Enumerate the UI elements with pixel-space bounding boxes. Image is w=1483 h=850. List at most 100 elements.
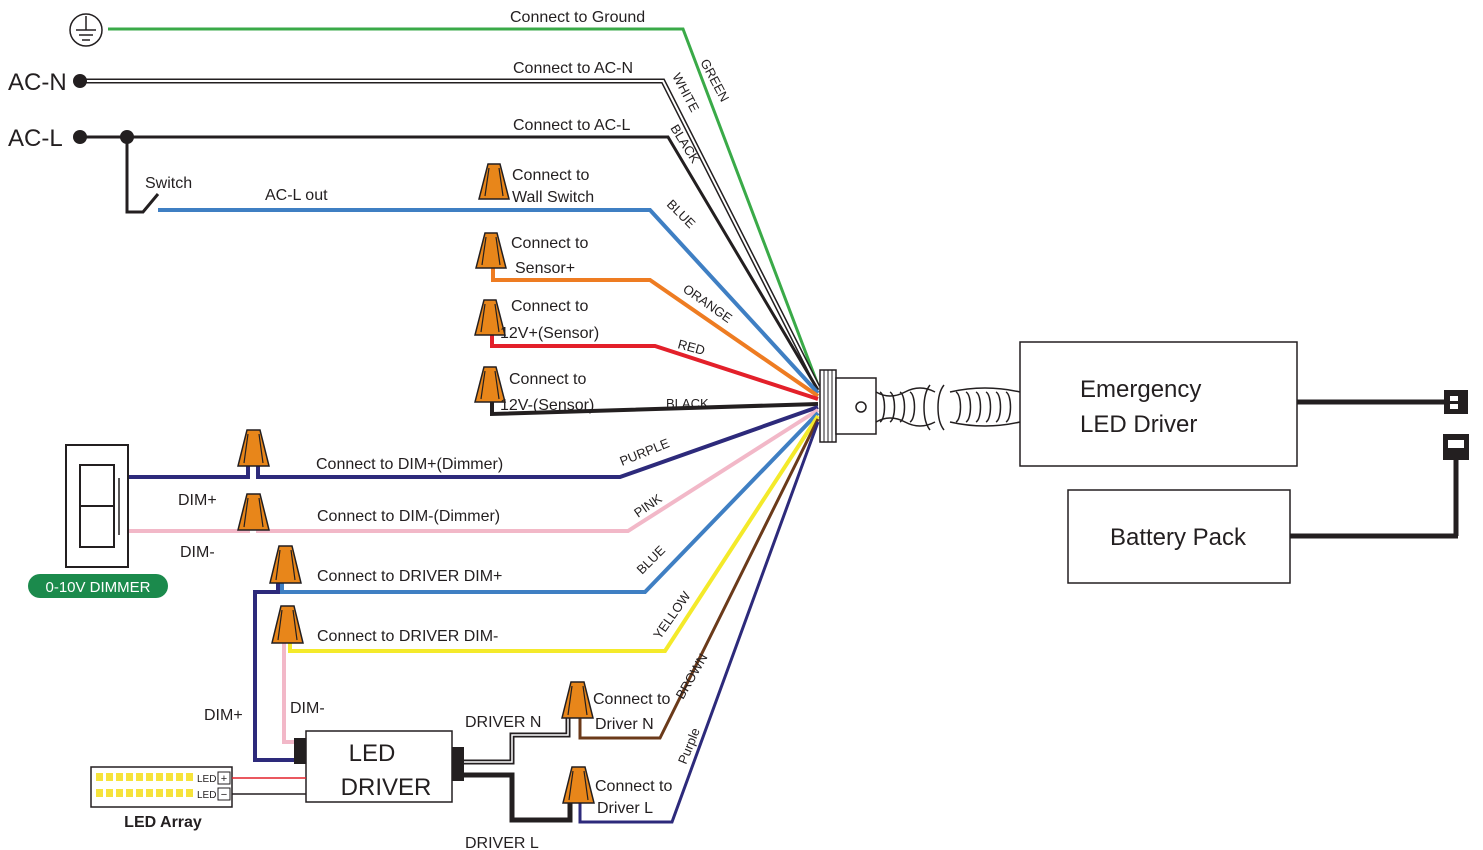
connect-sensor-plus-1: Connect to	[511, 235, 588, 252]
wire-label-blue-switch: BLUE	[664, 197, 699, 232]
black-12v-wire	[490, 402, 819, 417]
led-chip	[106, 789, 113, 797]
switch-label: Switch	[145, 175, 192, 192]
led-chip	[146, 773, 153, 781]
dimmer-dim-minus-label: DIM-	[180, 544, 215, 561]
blue-switch-wire	[158, 208, 820, 395]
green-wire	[108, 27, 820, 386]
wire-nut-icon	[237, 493, 270, 531]
led-plus-label: LED	[197, 774, 216, 785]
ac-n-label: AC-N	[8, 69, 67, 96]
led-driver-line1: LED	[349, 740, 396, 767]
led-plus-sign: +	[221, 773, 227, 785]
led-chip	[186, 789, 193, 797]
connect-driver-l-2: Driver L	[597, 800, 653, 817]
connect-dim-minus-dimmer: Connect to DIM-(Dimmer)	[317, 508, 500, 525]
wire-label-brown: BROWN	[673, 651, 711, 702]
led-minus-sign: −	[221, 789, 227, 801]
connect-12v-minus-1: Connect to	[509, 371, 586, 388]
wire-nut-icon	[475, 232, 507, 269]
led-array-label: LED Array	[124, 814, 202, 831]
led-chip	[96, 773, 103, 781]
connect-12v-plus-1: Connect to	[511, 298, 588, 315]
connect-wall-switch-2: Wall Switch	[512, 189, 594, 206]
wire-nut-icon	[269, 545, 302, 584]
wire-nut-icon	[474, 366, 506, 403]
ac-l-label: AC-L	[8, 125, 63, 152]
led-chip	[176, 773, 183, 781]
orange-wire	[491, 268, 820, 398]
battery-label: Battery Pack	[1110, 524, 1247, 551]
led-chip	[116, 789, 123, 797]
black-ac-wire	[80, 135, 820, 391]
connect-ac-l-label: Connect to AC-L	[513, 117, 631, 134]
led-chip	[156, 789, 163, 797]
connect-12v-minus-2: 12V-(Sensor)	[500, 397, 594, 414]
led-chip	[186, 773, 193, 781]
led-chip	[136, 773, 143, 781]
wire-label-purple-dim: PURPLE	[618, 435, 672, 469]
led-minus-label: LED	[197, 790, 216, 801]
purple-dim-wire	[128, 405, 819, 479]
emergency-line2: LED Driver	[1080, 411, 1197, 438]
driver-l-label: DRIVER L	[465, 835, 539, 850]
dimmer-badge-text: 0-10V DIMMER	[45, 579, 150, 596]
switch-wire	[125, 137, 160, 214]
led-chip	[166, 789, 173, 797]
yellow-wire	[288, 414, 820, 653]
wire-nut-icon	[561, 681, 594, 719]
led-chip	[96, 789, 103, 797]
connect-driver-n-1: Connect to	[593, 691, 670, 708]
led-chip	[166, 773, 173, 781]
dimmer-icon	[65, 444, 129, 568]
connect-driver-dim-plus: Connect to DRIVER DIM+	[317, 568, 502, 585]
ac-n-terminal	[73, 74, 87, 88]
connect-wall-switch-1: Connect to	[512, 167, 589, 184]
ac-l-out-label: AC-L out	[265, 187, 328, 204]
driver-n-label: DRIVER N	[465, 714, 541, 731]
led-driver-line2: DRIVER	[341, 774, 432, 801]
wire-label-red: RED	[676, 336, 706, 358]
led-driver-box	[294, 730, 464, 803]
dimmer-dim-plus-label: DIM+	[178, 492, 217, 509]
battery-connector-icon	[1290, 390, 1469, 539]
wire-nut-icon	[237, 429, 270, 467]
led-chip	[126, 773, 133, 781]
led-chip	[146, 789, 153, 797]
blue-dim-wire	[280, 411, 820, 594]
led-chip	[156, 773, 163, 781]
wire-label-black-12v: BLACK	[666, 396, 709, 411]
white-wire	[80, 78, 821, 389]
wire-nut-icon	[478, 163, 510, 200]
connect-sensor-plus-2: Sensor+	[515, 260, 575, 277]
driver-dim-minus-label: DIM-	[290, 700, 325, 717]
led-chip	[116, 773, 123, 781]
driver-dim-plus-label: DIM+	[204, 707, 243, 724]
battery-pack-box	[1067, 489, 1291, 584]
dimmer-badge	[28, 574, 168, 598]
conduit-connector-icon	[819, 369, 1021, 443]
led-chip	[126, 789, 133, 797]
connect-ac-n-label: Connect to AC-N	[513, 60, 633, 77]
connect-ground-label: Connect to Ground	[510, 9, 645, 26]
connect-driver-dim-minus: Connect to DRIVER DIM-	[317, 628, 498, 645]
wire-nut-icon	[271, 605, 304, 644]
led-chip	[106, 773, 113, 781]
connect-driver-l-1: Connect to	[595, 778, 672, 795]
connect-dim-plus-dimmer: Connect to DIM+(Dimmer)	[316, 456, 503, 473]
emergency-driver-box	[1019, 341, 1298, 467]
connect-12v-plus-2: 12V+(Sensor)	[500, 325, 599, 342]
ground-icon	[69, 13, 103, 47]
wire-nut-icon	[474, 299, 506, 336]
connect-driver-n-2: Driver N	[595, 716, 654, 733]
brown-wire	[578, 418, 820, 740]
led-chip	[176, 789, 183, 797]
purple-l-wire	[578, 421, 820, 824]
emergency-line1: Emergency	[1080, 376, 1201, 403]
ac-l-terminal	[73, 130, 87, 144]
led-chip	[136, 789, 143, 797]
wire-nut-icon	[562, 766, 595, 804]
red-wire	[490, 335, 819, 401]
led-array-icon	[90, 766, 306, 808]
